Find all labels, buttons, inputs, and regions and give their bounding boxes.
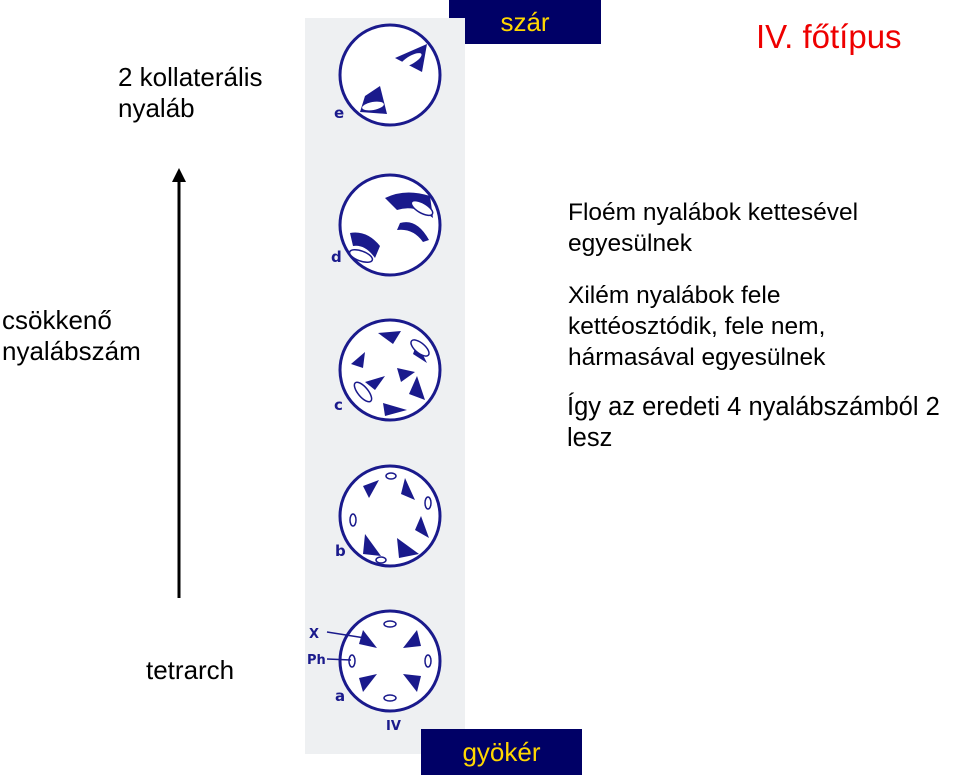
up-arrow-icon <box>172 168 186 598</box>
phloem-text: Floém nyalábok kettesével egyesülnek <box>568 197 948 259</box>
root-tag: gyökér <box>421 729 582 775</box>
stage-a: X Ph a IV <box>307 609 442 734</box>
collateral-label-line-1: 2 kollaterális <box>118 62 263 92</box>
slide-title: IV. főtípus <box>756 18 902 55</box>
summary-text-line-1: Így az eredeti 4 nyalábszámból 2 <box>567 393 940 421</box>
summary-text-line-2: lesz <box>567 424 613 452</box>
collateral-bundle-label: 2 kollaterális nyaláb <box>118 62 263 124</box>
stage-b: b <box>335 464 442 568</box>
stem-tag-label: szár <box>500 6 550 37</box>
stage-letter-c: c <box>334 396 343 414</box>
xylem-letter: X <box>309 627 319 642</box>
decreasing-label-line-2: nyalábszám <box>2 336 141 366</box>
xylem-text-line-2: kettéosztódik, fele nem, <box>568 313 826 340</box>
root-tag-label: gyökér <box>462 736 541 767</box>
phloem-text-line-1: Floém nyalábok kettesével <box>568 199 859 226</box>
vascular-stages-diagram: e d c b <box>307 23 442 734</box>
decreasing-count-label: csökkenő nyalábszám <box>2 305 141 367</box>
stage-letter-d: d <box>331 248 342 266</box>
xylem-text-line-1: Xilém nyalábok fele <box>568 282 781 309</box>
stage-e: e <box>334 23 442 127</box>
summary-text: Így az eredeti 4 nyalábszámból 2 lesz <box>567 392 960 454</box>
phloem-text-line-2: egyesülnek <box>568 230 692 257</box>
xylem-text: Xilém nyalábok fele kettéosztódik, fele … <box>568 280 958 373</box>
stem-tag: szár <box>449 0 601 44</box>
collateral-label-line-2: nyaláb <box>118 93 195 123</box>
tetrarch-numeral: IV <box>386 719 401 734</box>
stage-letter-b: b <box>335 542 346 560</box>
stage-letter-e: e <box>334 104 344 122</box>
decreasing-label-line-1: csökkenő <box>2 305 112 335</box>
phloem-letter: Ph <box>307 653 326 668</box>
stage-letter-a: a <box>335 687 345 705</box>
stage-c: c <box>334 318 442 422</box>
tetrarch-label: tetrarch <box>146 655 235 685</box>
xylem-text-line-3: hármasával egyesülnek <box>568 344 826 371</box>
stage-d: d <box>331 173 442 277</box>
